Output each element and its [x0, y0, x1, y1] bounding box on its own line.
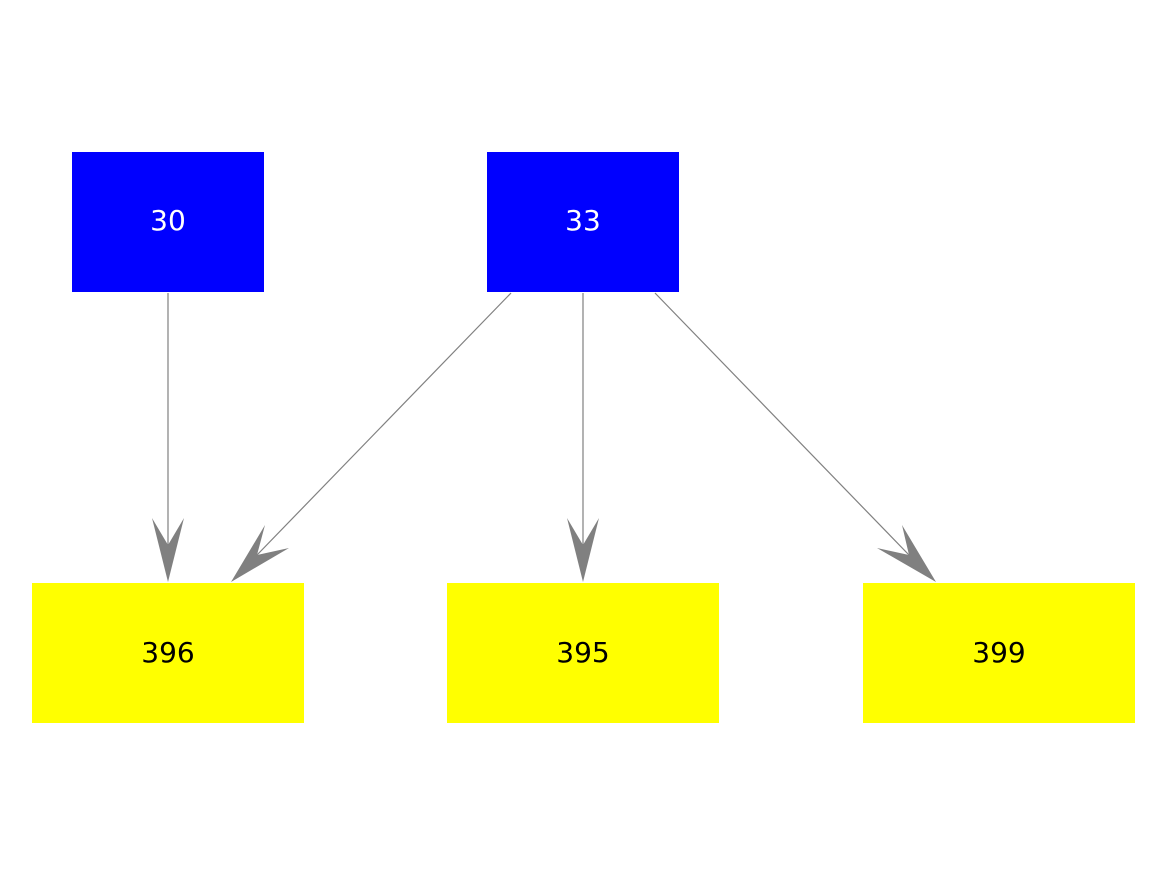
arrowhead-icon: [152, 518, 184, 582]
node-label: 395: [556, 636, 609, 669]
node-33[interactable]: 33: [487, 152, 679, 292]
arrowhead-icon: [877, 525, 936, 582]
arrowhead-icon: [231, 525, 289, 582]
node-399[interactable]: 399: [863, 583, 1135, 723]
node-label: 396: [141, 636, 194, 669]
edge-33-to-395: [567, 293, 599, 582]
node-396[interactable]: 396: [32, 583, 304, 723]
node-label: 33: [565, 204, 601, 237]
edge-33-to-396: [231, 292, 512, 582]
edge-30-to-396: [152, 293, 184, 582]
node-box: [487, 152, 679, 292]
node-label: 30: [150, 204, 186, 237]
node-box: [32, 583, 304, 723]
node-30[interactable]: 30: [72, 152, 264, 292]
node-box: [447, 583, 719, 723]
edges: [152, 292, 936, 582]
arrowhead-icon: [567, 518, 599, 582]
node-box: [72, 152, 264, 292]
node-box: [863, 583, 1135, 723]
node-label: 399: [972, 636, 1025, 669]
edge-33-to-399: [654, 292, 936, 582]
node-395[interactable]: 395: [447, 583, 719, 723]
